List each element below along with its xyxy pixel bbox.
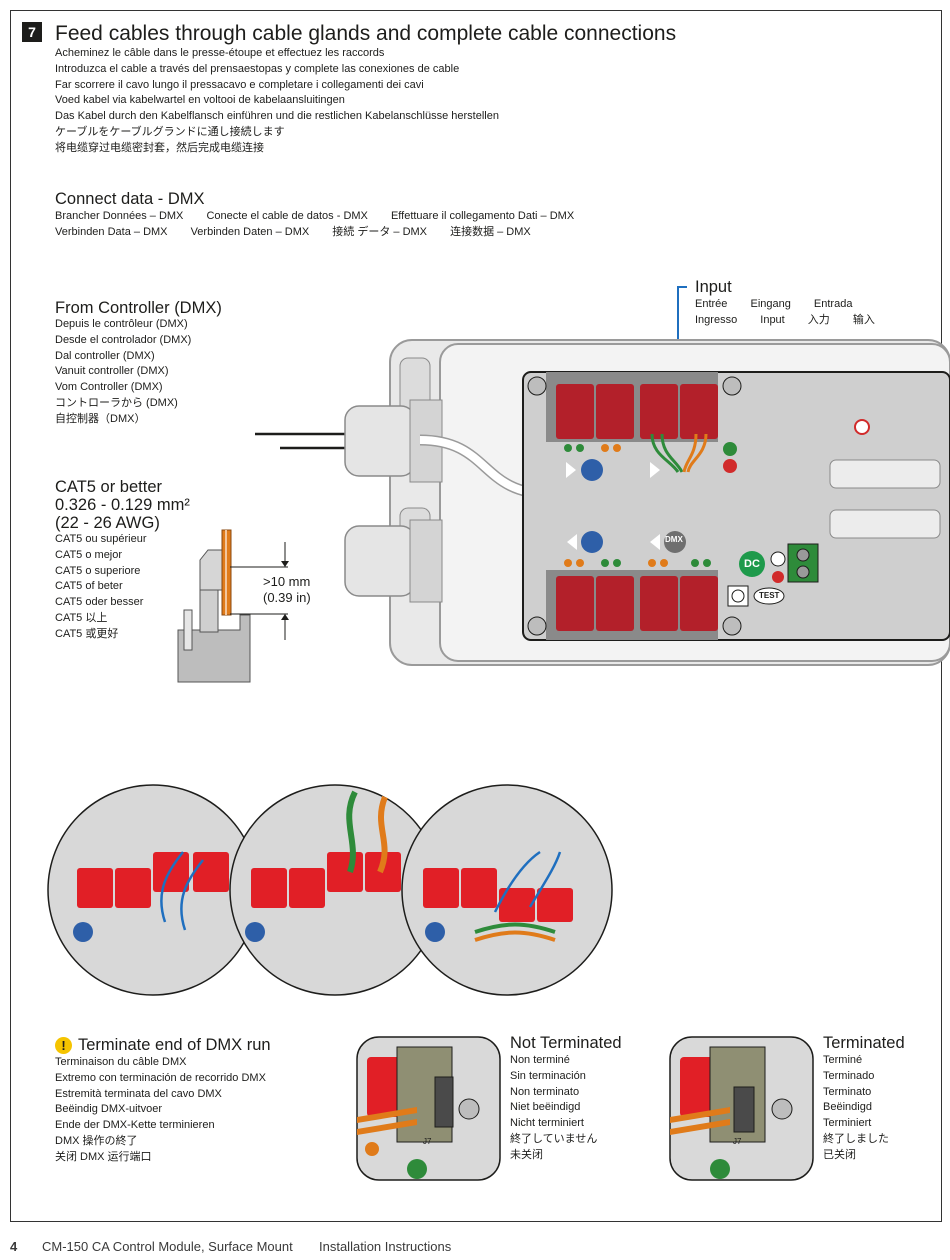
not-terminated-nl: Niet beëindigd <box>510 1101 581 1114</box>
cable-ja: CAT5 以上 <box>55 611 108 624</box>
step-title: Feed cables through cable glands and com… <box>55 22 677 45</box>
terminate-translations: Terminaison du câble DMX Extremo con ter… <box>55 1055 266 1166</box>
cable-spec-awg: (22 - 26 AWG) <box>55 514 160 532</box>
not-terminated-de: Nicht terminiert <box>510 1117 584 1130</box>
footer-product: CM-150 CA Control Module, Surface Mount <box>42 1239 293 1254</box>
input-title: Input <box>695 278 732 296</box>
cable-it: CAT5 o superiore <box>55 564 141 577</box>
cable-spec-type: CAT5 or better <box>55 478 162 496</box>
from-controller-translations: Depuis le contrôleur (DMX) Desde el cont… <box>55 317 191 428</box>
not-terminated-illustration <box>356 1036 501 1181</box>
translation-zh: 将电缆穿过电缆密封套，然后完成电缆连接 <box>55 141 264 154</box>
from-controller-it: Dal controller (DMX) <box>55 349 155 362</box>
cable-fr: CAT5 ou supérieur <box>55 533 147 545</box>
dc-board-label: DC <box>744 558 760 570</box>
connect-row-2: Verbinden Data – DMX Verbinden Daten – D… <box>55 225 551 241</box>
cable-nl: CAT5 of beter <box>55 580 123 593</box>
page-number: 4 <box>10 1239 18 1254</box>
input-row-2: Ingresso Input 入力 输入 <box>695 313 895 329</box>
not-terminated-zh: 未关闭 <box>510 1148 543 1161</box>
connect-es: Conecte el cable de datos - DMX <box>206 210 368 222</box>
input-nl: Input <box>760 314 785 326</box>
strip-length-label: >10 mm (0.39 in) <box>263 574 311 606</box>
not-terminated-es: Sin terminación <box>510 1069 586 1082</box>
terminate-de: Ende der DMX-Kette terminieren <box>55 1119 215 1132</box>
step-number-badge: 7 <box>22 22 42 42</box>
translation-es: Introduzca el cable a través del prensae… <box>55 62 460 75</box>
from-controller-fr: Depuis le contrôleur (DMX) <box>55 318 188 330</box>
dmx-board-label: DMX <box>665 535 683 544</box>
terminate-nl: Beëindig DMX-uitvoer <box>55 1103 162 1116</box>
enclosure-illustration <box>255 286 950 666</box>
input-de: Eingang <box>750 298 791 310</box>
from-controller-zh: 自控制器（DMX） <box>55 412 146 425</box>
j7-label-not-terminated: J7 <box>423 1137 432 1146</box>
input-fr: Entrée <box>695 298 728 310</box>
cable-de: CAT5 oder besser <box>55 596 144 609</box>
input-it: Ingresso <box>695 314 738 326</box>
connect-nl: Verbinden Data – DMX <box>55 226 168 238</box>
terminated-de: Terminiert <box>823 1117 872 1130</box>
j7-label-terminated: J7 <box>733 1137 742 1146</box>
translation-de: Das Kabel durch den Kabelflansch einführ… <box>55 110 499 123</box>
cable-spec-mm: 0.326 - 0.129 mm² <box>55 496 190 514</box>
step-translations: Acheminez le câble dans le presse-étoupe… <box>55 46 499 157</box>
not-terminated-ja: 終了していません <box>510 1132 598 1145</box>
translation-it: Far scorrere il cavo lungo il pressacavo… <box>55 78 424 91</box>
from-controller-nl: Vanuit controller (DMX) <box>55 365 169 378</box>
input-es: Entrada <box>813 298 853 310</box>
translation-nl: Voed kabel via kabelwartel en voltooi de… <box>55 94 345 107</box>
terminate-fr: Terminaison du câble DMX <box>55 1056 187 1068</box>
terminated-zh: 已关闭 <box>823 1148 856 1161</box>
terminate-ja: DMX 操作の終了 <box>55 1134 138 1147</box>
from-controller-es: Desde el controlador (DMX) <box>55 333 192 346</box>
test-board-label: TEST <box>759 591 780 600</box>
footer-document: Installation Instructions <box>319 1239 452 1254</box>
cable-zh: CAT5 或更好 <box>55 627 119 640</box>
connect-it: Effettuare il collegamento Dati – DMX <box>390 210 575 222</box>
terminated-fr: Terminé <box>823 1054 863 1066</box>
input-row-1: Entrée Eingang Entrada <box>695 297 872 313</box>
translation-fr: Acheminez le câble dans le presse-étoupe… <box>55 47 385 59</box>
wire-strip-illustration <box>177 529 289 683</box>
warning-icon: ! <box>55 1037 72 1055</box>
not-terminated-title: Not Terminated <box>510 1034 622 1052</box>
translation-ja: ケーブルをケーブルグランドに通し接続します <box>55 125 285 138</box>
terminated-it: Terminato <box>823 1085 872 1098</box>
from-controller-ja: コントローラから (DMX) <box>55 396 178 409</box>
cable-es: CAT5 o mejor <box>55 548 123 561</box>
not-terminated-it: Non terminato <box>510 1085 580 1098</box>
strip-length-mm: >10 mm <box>263 574 311 589</box>
terminated-nl: Beëindigd <box>823 1101 872 1114</box>
terminated-title: Terminated <box>823 1034 905 1052</box>
terminated-translations: Terminé Terminado Terminato Beëindigd Te… <box>823 1053 889 1164</box>
terminated-ja: 終了しました <box>823 1132 889 1145</box>
input-ja: 入力 <box>807 314 830 326</box>
terminate-title-row: ! Terminate end of DMX run <box>55 1035 271 1055</box>
terminate-title: Terminate end of DMX run <box>78 1036 271 1054</box>
connect-fr: Brancher Données – DMX <box>55 210 184 222</box>
terminated-illustration <box>669 1036 814 1181</box>
connect-row-1: Brancher Données – DMX Conecte el cable … <box>55 209 594 225</box>
terminate-it: Estremità terminata del cavo DMX <box>55 1087 222 1100</box>
connect-title: Connect data - DMX <box>55 190 205 208</box>
from-controller-title: From Controller (DMX) <box>55 299 222 317</box>
not-terminated-translations: Non terminé Sin terminación Non terminat… <box>510 1053 597 1164</box>
input-zh: 输入 <box>852 314 875 326</box>
cable-translations: CAT5 ou supérieur CAT5 o mejor CAT5 o su… <box>55 532 147 643</box>
connect-ja: 接続 データ – DMX <box>332 226 428 238</box>
strip-length-in: (0.39 in) <box>263 590 311 605</box>
cable-spec: CAT5 or better 0.326 - 0.129 mm² (22 - 2… <box>55 478 190 532</box>
terminate-es: Extremo con terminación de recorrido DMX <box>55 1071 266 1084</box>
terminate-zh: 关闭 DMX 运行端口 <box>55 1150 152 1163</box>
not-terminated-fr: Non terminé <box>510 1054 570 1066</box>
connector-steps-illustration <box>47 784 613 996</box>
connect-zh: 连接数据 – DMX <box>450 226 531 238</box>
from-controller-de: Vom Controller (DMX) <box>55 381 163 394</box>
terminated-es: Terminado <box>823 1069 875 1082</box>
connect-de: Verbinden Daten – DMX <box>190 226 310 238</box>
